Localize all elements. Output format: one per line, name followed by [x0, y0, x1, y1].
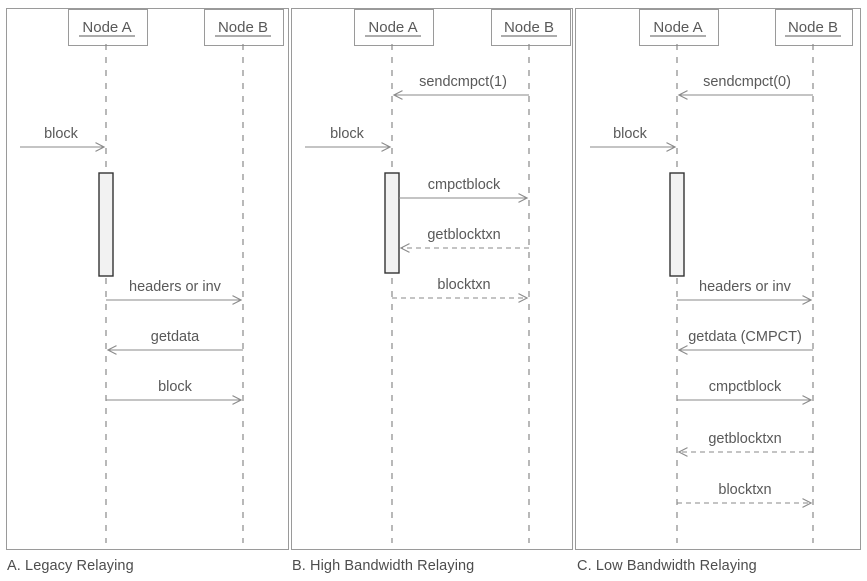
panel-a-actor-label-node-a: Node A	[82, 19, 131, 36]
panel-c-actor-label-node-a: Node A	[653, 19, 702, 36]
panel-a-actor-label-node-b: Node B	[218, 19, 268, 36]
panel-c-frame	[575, 8, 861, 550]
panel-b-message-label-block-in: block	[330, 126, 365, 142]
panel-c-message-label-3: getblocktxn	[708, 431, 781, 447]
panel-c-lifelines	[676, 44, 814, 543]
actor-box-panel-c-node-a	[639, 9, 719, 46]
panel-c-caption: C. Low Bandwidth Relaying	[577, 558, 757, 574]
panel-b-lifelines	[391, 44, 530, 543]
panel-a-message-label-1: getdata	[151, 329, 200, 345]
actor-box-panel-c-node-b	[775, 9, 853, 46]
panel-b-actor-label-node-b: Node B	[504, 19, 554, 36]
panel-a-lifelines	[105, 44, 244, 543]
panel-b-actor-label-node-a: Node A	[368, 19, 417, 36]
panel-a-activation-bar	[98, 172, 114, 277]
panel-c-message-label-4: blocktxn	[718, 482, 771, 498]
panel-c-activation-bar	[669, 172, 685, 277]
panel-a-frame	[6, 8, 289, 550]
panel-b-message-label-0: sendcmpct(1)	[419, 74, 507, 90]
panel-b-frame	[291, 8, 573, 550]
panel-c-message-label-1: getdata (CMPCT)	[688, 329, 802, 345]
actor-box-panel-a-node-a	[68, 9, 148, 46]
panel-c-actor-label-node-b: Node B	[788, 19, 838, 36]
panel-c-message-label-0: headers or inv	[699, 279, 792, 295]
panel-b-caption: B. High Bandwidth Relaying	[292, 558, 475, 574]
panel-b-message-label-2: getblocktxn	[427, 227, 500, 243]
panel-a-message-label-0: headers or inv	[129, 279, 222, 295]
actor-box-panel-b-node-b	[491, 9, 571, 46]
panel-b-message-label-3: blocktxn	[437, 277, 490, 293]
panel-b-message-label-1: cmpctblock	[428, 177, 501, 193]
panel-a-caption: A. Legacy Relaying	[7, 558, 134, 574]
panel-b-activation-bar	[384, 172, 400, 274]
actor-box-panel-b-node-a	[354, 9, 434, 46]
panel-c-message-label-2: cmpctblock	[709, 379, 782, 395]
actor-box-panel-a-node-b	[204, 9, 284, 46]
panel-c-message-label-sendcmpct: sendcmpct(0)	[703, 74, 791, 90]
panel-a-message-label-2: block	[158, 379, 193, 395]
panel-c-message-label-block-in: block	[613, 126, 648, 142]
panel-a-message-label-block-in: block	[44, 126, 79, 142]
